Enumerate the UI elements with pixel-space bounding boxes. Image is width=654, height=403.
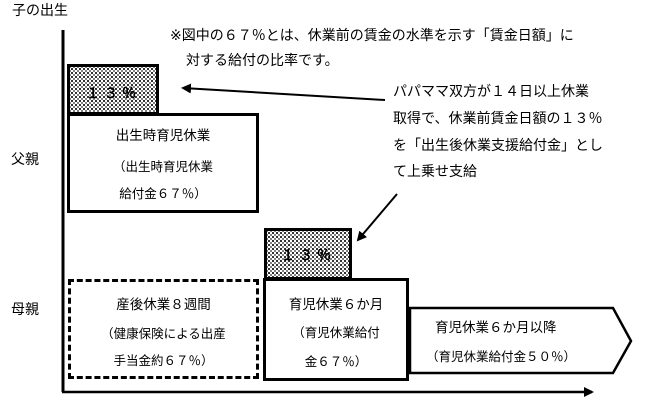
callout-line-1: パパママ双方が１４日以上休業 (393, 84, 589, 100)
father-leave-sub1: （出生時育児休業 (112, 159, 213, 174)
father-leave-box: 出生時育児休業 （出生時育児休業 給付金６７％） (67, 113, 259, 213)
y-axis-label: 子の出生 (12, 3, 68, 19)
note-line-2: 対する給付の比率です。 (186, 53, 339, 69)
mother-postnatal-sub1: （健康保険による出産 (101, 326, 226, 341)
mother-bonus-label: １３％ (281, 248, 335, 264)
callout-arrow-father (181, 83, 386, 101)
callout-line-4: て上乗せ支給 (393, 164, 477, 180)
mother-leave6-sub2: 金６７％） (304, 354, 368, 369)
mother-bonus-box: １３％ (264, 228, 352, 280)
leave-after-sub: （育児休業給付金５０％） (426, 349, 577, 364)
father-leave-sub2: 給付金６７％） (119, 186, 207, 201)
note-line-1: ※図中の６７％とは、休業前の賃金の水準を示す「賃金日額」に (170, 28, 574, 44)
mother-leave6-sub1: （育児休業給付 (292, 325, 380, 340)
father-label: 父親 (11, 152, 39, 168)
callout-line-2: 取得で、休業前賃金日額の１３％ (393, 111, 603, 127)
mother-leave6-box: 育児休業６か月 （育児休業給付 金６７％） (263, 278, 409, 381)
callout-arrow-mother (356, 193, 398, 242)
mother-postnatal-sub2: 手当金約６７％） (113, 353, 214, 368)
mother-postnatal-title: 産後休業８週間 (116, 297, 211, 313)
callout-line-3: を「出生後休業支援給付金」とし (393, 138, 603, 154)
father-bonus-box: １３％ (67, 64, 159, 115)
leave-after-box (408, 306, 633, 375)
father-bonus-label: １３％ (86, 86, 140, 102)
father-leave-title: 出生時育児休業 (115, 128, 211, 144)
mother-leave6-title: 育児休業６か月 (288, 297, 384, 313)
leave-after-title: 育児休業６か月以降 (435, 320, 557, 336)
mother-postnatal-box: 産後休業８週間 （健康保険による出産 手当金約６７％） (68, 279, 259, 379)
mother-label: 母親 (11, 302, 39, 318)
